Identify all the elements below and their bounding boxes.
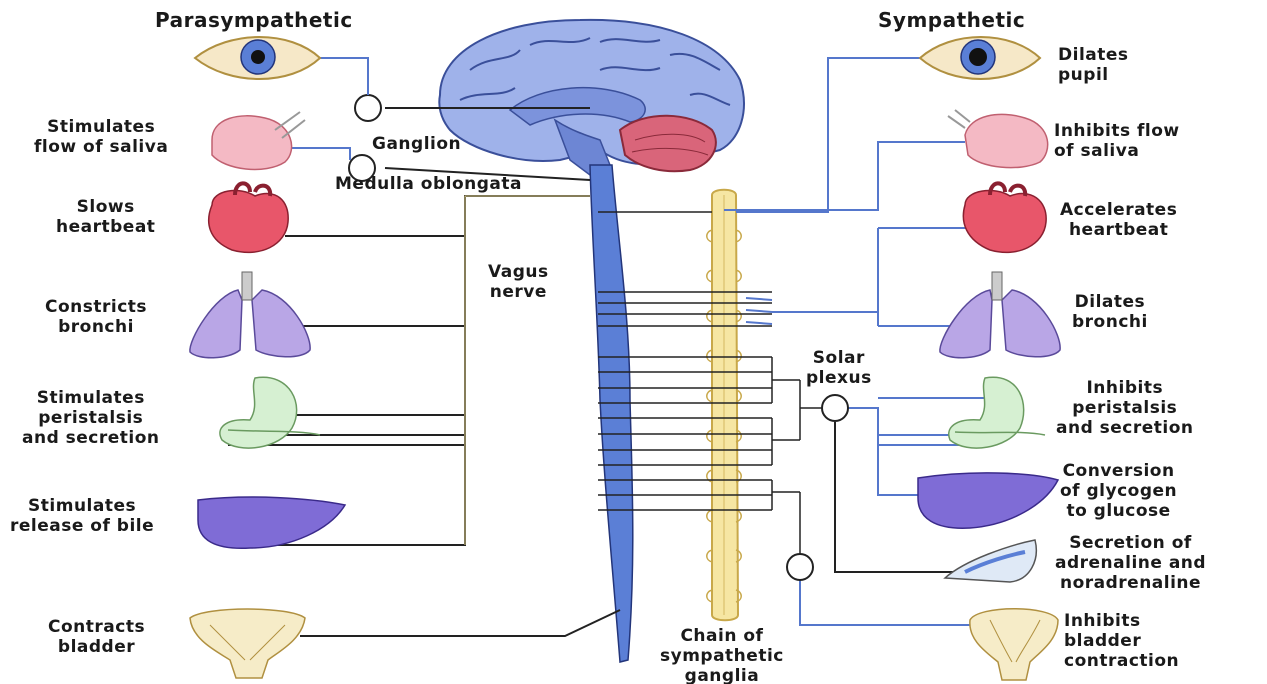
- medulla-oblongata-label: Medulla oblongata: [335, 174, 522, 194]
- solar-plexus-label: Solar plexus: [806, 348, 872, 388]
- para-effect-bronchi: Constricts bronchi: [45, 297, 147, 337]
- right-liver: [918, 473, 1058, 528]
- left-liver: [198, 497, 345, 548]
- right-bladder: [970, 609, 1058, 680]
- ganglion-label: Ganglion: [372, 134, 461, 154]
- symp-effect-peristalsis: Inhibits peristalsis and secretion: [1056, 378, 1194, 438]
- para-effect-bile: Stimulates release of bile: [10, 496, 154, 536]
- symp-effect-bronchi: Dilates bronchi: [1072, 292, 1148, 332]
- left-lungs: [190, 272, 310, 358]
- right-salivary-gland: [948, 110, 1048, 168]
- para-effect-bladder: Contracts bladder: [48, 617, 145, 657]
- parasympathetic-heading: Parasympathetic: [155, 10, 353, 30]
- left-heart: [209, 183, 288, 252]
- symp-effect-glycogen: Conversion of glycogen to glucose: [1060, 461, 1177, 521]
- para-effect-heartbeat: Slows heartbeat: [56, 197, 155, 237]
- para-effect-peristalsis: Stimulates peristalsis and secretion: [22, 388, 160, 448]
- symp-effect-adrenaline: Secretion of adrenaline and noradrenalin…: [1055, 533, 1206, 593]
- right-lungs: [940, 272, 1060, 358]
- left-salivary-gland: [212, 112, 305, 169]
- left-bladder: [190, 609, 305, 678]
- spinal-cord: [590, 165, 633, 662]
- sympathetic-ganglia-chain: [712, 190, 738, 621]
- symp-effect-heartbeat: Accelerates heartbeat: [1060, 200, 1177, 240]
- para-effect-saliva: Stimulates flow of saliva: [34, 117, 168, 157]
- solar-plexus-ganglion: [822, 395, 848, 421]
- right-eye: [920, 37, 1040, 79]
- right-heart: [963, 183, 1046, 252]
- vagus-nerve-label: Vagus nerve: [488, 262, 549, 302]
- bladder-ganglion: [787, 554, 813, 580]
- symp-effect-saliva: Inhibits flow of saliva: [1054, 121, 1180, 161]
- left-stomach: [220, 377, 320, 448]
- left-eye: [195, 37, 320, 79]
- symp-effect-bladder: Inhibits bladder contraction: [1064, 611, 1179, 671]
- right-adrenal-gland: [945, 540, 1036, 582]
- right-stomach: [949, 377, 1045, 448]
- eye-ganglion: [355, 95, 381, 121]
- symp-effect-pupil: Dilates pupil: [1058, 45, 1129, 85]
- chain-of-sympathetic-ganglia-label: Chain of sympathetic ganglia: [660, 626, 784, 684]
- sympathetic-heading: Sympathetic: [878, 10, 1025, 30]
